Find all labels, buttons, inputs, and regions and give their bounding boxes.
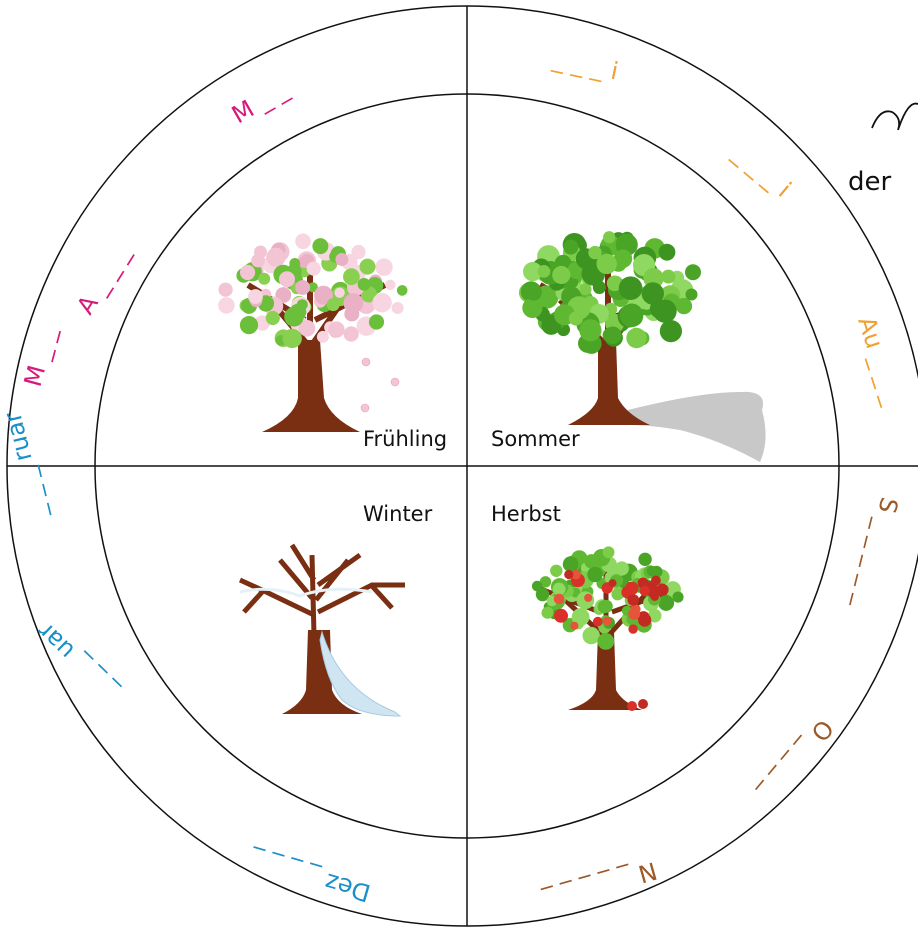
handwriting-squiggle-icon bbox=[871, 102, 918, 131]
month-march: M _ _ bbox=[19, 323, 62, 389]
month-september: S _ _ _ _ _ bbox=[849, 495, 904, 613]
season-label-winter: Winter bbox=[363, 502, 433, 526]
season-label-spring: Frühling bbox=[363, 427, 447, 451]
blossom-tree-icon bbox=[218, 233, 408, 432]
season-label-summer: Sommer bbox=[491, 427, 580, 451]
bare-snowy-tree-icon bbox=[238, 543, 405, 717]
month-may: M _ _ bbox=[227, 74, 294, 129]
month-october: O _ _ _ _ bbox=[754, 714, 839, 807]
month-april: A _ _ _ bbox=[71, 240, 135, 320]
month-august: Au _ _ _ bbox=[852, 313, 907, 409]
month-january: _ _ _ uar bbox=[32, 617, 123, 706]
month-june: _ _ _ i bbox=[550, 44, 621, 85]
season-label-autumn: Herbst bbox=[491, 502, 561, 526]
apple-tree-icon bbox=[531, 546, 684, 711]
header-title-fragment: der bbox=[848, 167, 892, 197]
leafy-tree-icon bbox=[518, 231, 766, 462]
month-july: _ _ _ i bbox=[727, 139, 796, 203]
